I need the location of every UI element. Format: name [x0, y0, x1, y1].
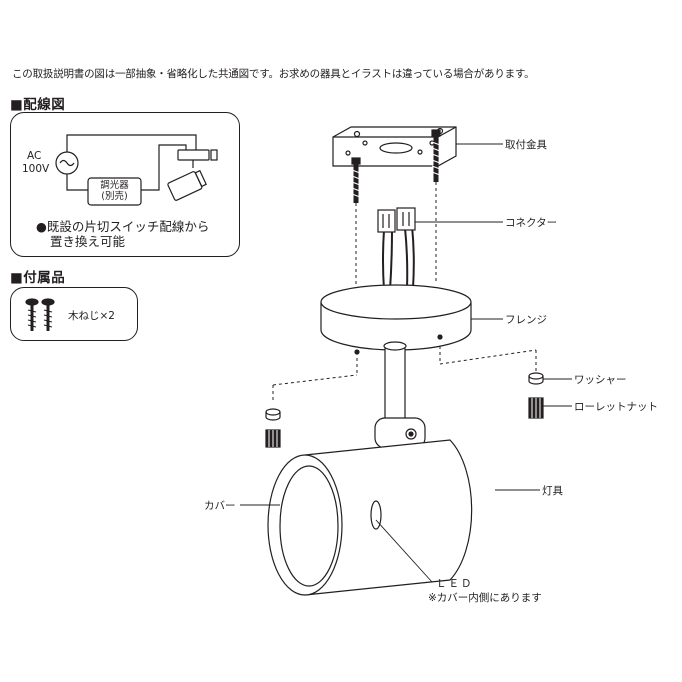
dimmer-box	[87, 177, 142, 206]
part-label-washer: ワッシャー	[574, 374, 627, 386]
part-label-flange: フレンジ	[505, 314, 547, 326]
flange	[320, 284, 472, 355]
arm	[374, 341, 426, 449]
washer-left	[265, 408, 281, 421]
track-adapter	[177, 149, 210, 161]
wire-bottom-left	[66, 174, 88, 191]
bracket-screws	[351, 129, 441, 203]
connector	[377, 207, 416, 291]
mounting-bracket	[332, 126, 457, 167]
assembly-guides	[272, 182, 537, 403]
ac-wave	[59, 159, 75, 167]
part-label-mount: 取付金具	[505, 139, 547, 151]
part-label-led: ＬＥＤ	[436, 578, 474, 590]
part-label-cover: カバー	[204, 500, 236, 512]
track-cap	[210, 149, 218, 161]
nut-right	[528, 397, 544, 419]
wiring-section-title: ■配線図	[10, 97, 66, 113]
ac-label: AC	[27, 150, 42, 162]
washer-right	[528, 372, 544, 385]
accessories-section-title: ■付属品	[10, 270, 66, 286]
part-label-connector: コネクター	[505, 217, 558, 229]
wiring-remark-line2: 置き換え可能	[50, 234, 126, 249]
wood-screw-2	[41, 298, 55, 331]
voltage-label: 100V	[22, 163, 50, 175]
spotlight-head	[167, 169, 207, 201]
nut-left	[265, 429, 281, 448]
led-location-note: ※カバー内側にあります	[428, 592, 542, 604]
wood-screws	[25, 298, 55, 331]
wire-top	[66, 134, 197, 152]
disclaimer-note: この取扱説明書の図は一部抽象・省略化した共通図です。お求めの器具とイラストは違っ…	[12, 68, 535, 80]
fixture-body	[267, 439, 473, 596]
wood-screw-1	[25, 298, 39, 331]
part-label-knurled-nut: ローレットナット	[574, 401, 658, 413]
leader-lines	[240, 143, 572, 583]
wood-screw-label: 木ねじ×2	[68, 310, 115, 322]
dimmer-label: 調光器 (別売)	[100, 180, 129, 202]
wire-bottom-right	[141, 144, 187, 191]
wiring-remark-line1: ●既設の片切スイッチ配線から	[36, 219, 210, 234]
part-label-fixture: 灯具	[542, 485, 563, 497]
wiring-circuit	[55, 134, 218, 206]
